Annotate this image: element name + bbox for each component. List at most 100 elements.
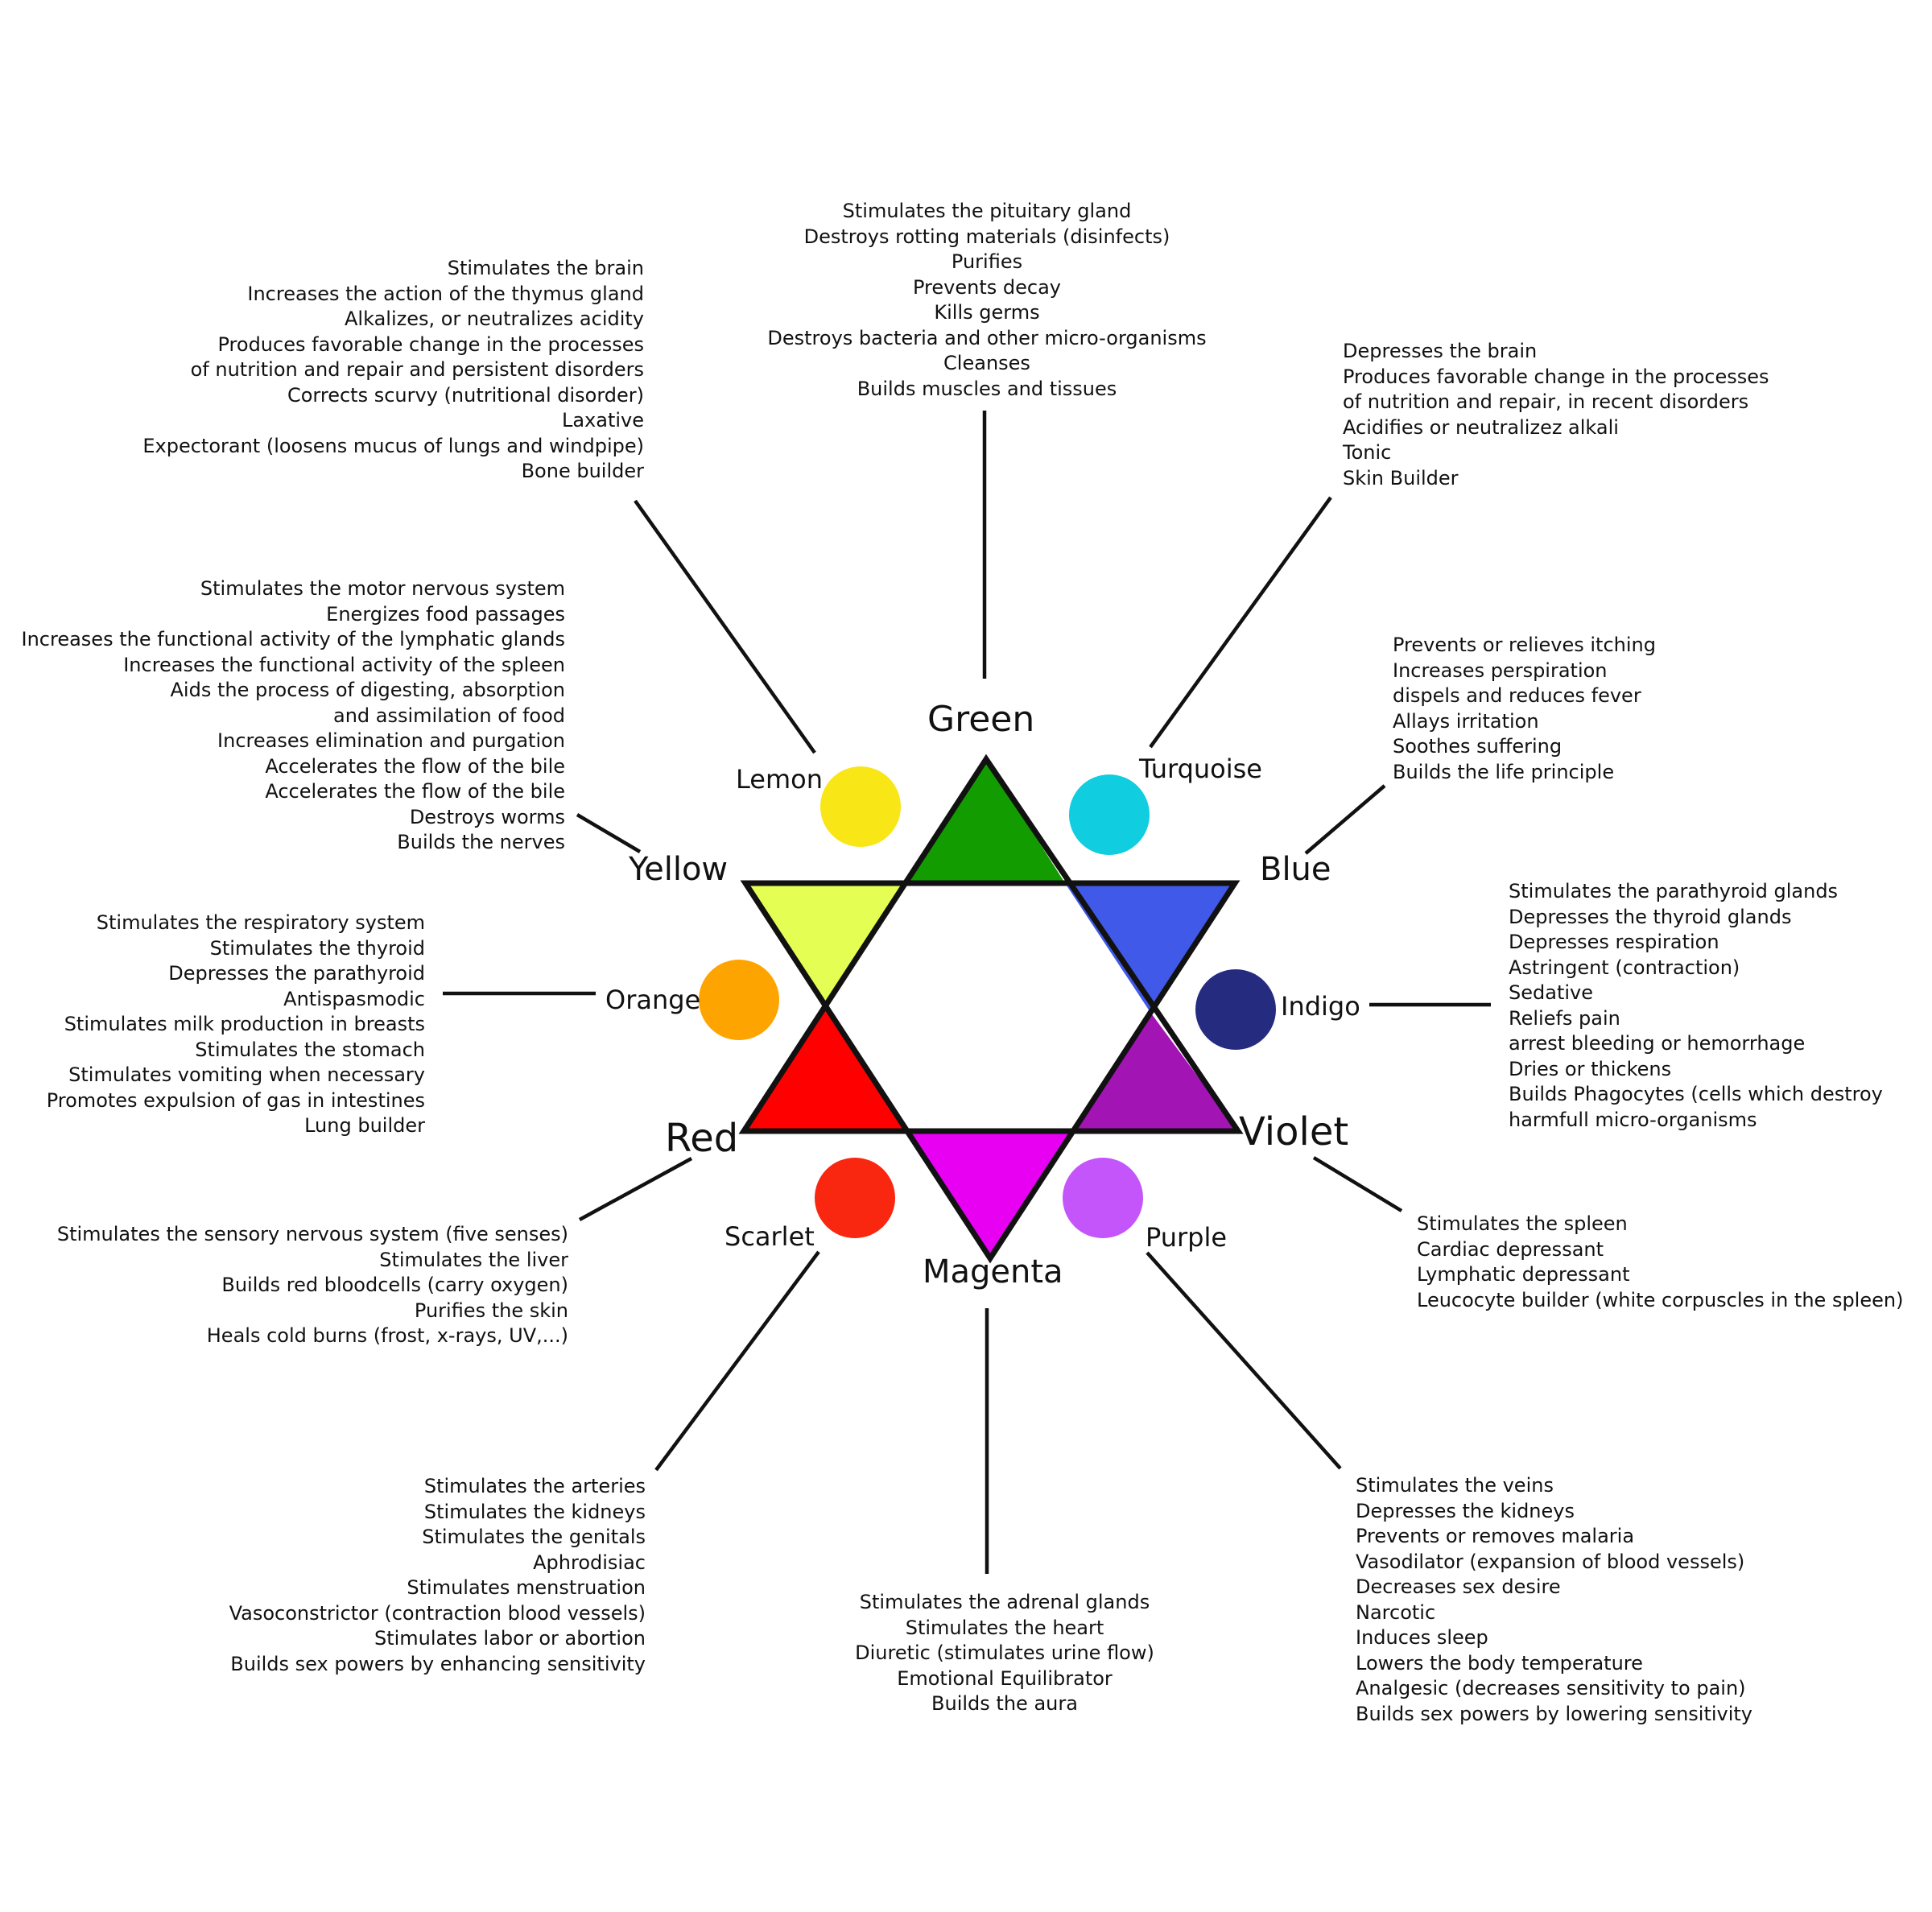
label-red: Red: [665, 1116, 739, 1161]
triangle-yellow: [745, 883, 907, 1006]
description-line: Destroys rotting materials (disinfects): [803, 225, 1170, 248]
label-turquoise: Turquoise: [1139, 754, 1262, 784]
description-red: Stimulates the sensory nervous system (f…: [48, 1222, 568, 1349]
description-line: Stimulates vomiting when necessary: [68, 1063, 425, 1086]
description-line: Prevents or removes malaria: [1356, 1525, 1635, 1547]
description-line: Accelerates the flow of the bile: [265, 754, 565, 778]
description-line: Stimulates the stomach: [195, 1038, 425, 1061]
label-violet: Violet: [1239, 1109, 1349, 1154]
description-line: Bone builder: [521, 460, 644, 482]
connector-blue: [1304, 784, 1386, 855]
description-line: and assimilation of food: [333, 704, 565, 727]
description-line: Vasoconstrictor (contraction blood vesse…: [229, 1601, 646, 1625]
description-line: arrest bleeding or hemorrhage: [1509, 1032, 1806, 1055]
connector-scarlet: [654, 1250, 820, 1472]
description-line: Stimulates the liver: [379, 1248, 568, 1271]
triangle-green: [907, 759, 1065, 883]
description-line: Stimulates the motor nervous system: [200, 577, 565, 600]
description-line: Produces favorable change in the process…: [217, 332, 645, 356]
star-outline-down: [740, 880, 1241, 1264]
circle-turquoise: [1069, 774, 1150, 855]
description-line: Builds muscles and tissues: [857, 377, 1117, 400]
triangle-violet: [1072, 1011, 1238, 1133]
description-line: Increases perspiration: [1393, 659, 1608, 682]
description-line: Builds sex powers by enhancing sensitivi…: [230, 1652, 646, 1675]
label-blue: Blue: [1260, 851, 1331, 888]
description-line: Alkalizes, or neutralizes acidity: [345, 308, 644, 330]
description-line: Stimulates the sensory nervous system (f…: [56, 1223, 568, 1245]
description-line: Reliefs pain: [1509, 1006, 1620, 1030]
description-line: Stimulates the brain: [447, 257, 644, 279]
description-line: Aids the process of digesting, absorptio…: [170, 679, 565, 701]
description-line: Depresses the brain: [1343, 340, 1538, 362]
description-line: Tonic: [1343, 441, 1392, 464]
description-line: Diuretic (stimulates urine flow): [855, 1642, 1154, 1664]
label-orange: Orange: [605, 985, 701, 1015]
connector-yellow: [576, 813, 642, 853]
description-line: Acidifies or neutralizez alkali: [1343, 415, 1619, 439]
description-line: Promotes expulsion of gas in intestines: [46, 1088, 425, 1112]
description-line: Stimulates the respiratory system: [96, 911, 425, 934]
description-line: Stimulates milk production in breasts: [64, 1013, 425, 1035]
description-line: Stimulates the adrenal glands: [859, 1591, 1150, 1613]
circle-purple: [1063, 1158, 1143, 1238]
description-line: of nutrition and repair and persistent d…: [190, 358, 644, 381]
description-line: Stimulates the spleen: [1417, 1212, 1628, 1235]
triangle-red: [744, 1006, 907, 1133]
description-line: Accelerates the flow of the bile: [265, 780, 565, 803]
description-line: Stimulates menstruation: [407, 1576, 646, 1599]
description-line: Energizes food passages: [326, 602, 565, 626]
description-line: Produces favorable change in the process…: [1343, 365, 1769, 388]
circle-scarlet: [815, 1158, 895, 1238]
connector-lemon: [634, 499, 816, 754]
description-line: Increases the functional activity of the…: [123, 653, 565, 676]
description-line: Cleanses: [943, 352, 1030, 374]
description-line: Lowers the body temperature: [1356, 1651, 1643, 1675]
description-line: Stimulates the heart: [905, 1616, 1104, 1639]
description-line: Lymphatic depressant: [1417, 1263, 1630, 1286]
label-yellow: Yellow: [629, 851, 729, 888]
triangle-magenta: [907, 1133, 1072, 1258]
label-green: Green: [927, 699, 1035, 740]
description-line: Lung builder: [304, 1114, 425, 1137]
description-line: of nutrition and repair, in recent disor…: [1343, 390, 1749, 413]
description-line: Soothes suffering: [1393, 735, 1563, 758]
description-line: Laxative: [561, 409, 644, 432]
description-line: Stimulates the veins: [1356, 1474, 1554, 1497]
label-lemon: Lemon: [736, 764, 823, 795]
description-line: Analgesic (decreases sensitivity to pain…: [1356, 1677, 1746, 1699]
description-line: harmfull micro-organisms: [1509, 1108, 1757, 1131]
description-line: Prevents or relieves itching: [1393, 634, 1656, 656]
description-line: Corrects scurvy (nutritional disorder): [287, 383, 644, 407]
star-outline-up: [738, 754, 1244, 1134]
description-line: Depresses the parathyroid: [168, 962, 425, 985]
description-line: Builds the aura: [931, 1692, 1078, 1715]
description-line: Leucocyte builder (white corpuscles in t…: [1417, 1288, 1904, 1311]
description-line: Stimulates the genitals: [422, 1526, 646, 1548]
description-line: Depresses the kidneys: [1356, 1499, 1575, 1522]
description-line: Destroys bacteria and other micro-organi…: [767, 326, 1207, 349]
description-line: Increases elimination and purgation: [217, 729, 565, 752]
connector-purple: [1146, 1251, 1342, 1470]
description-line: Expectorant (loosens mucus of lungs and …: [142, 434, 644, 457]
description-line: Skin Builder: [1343, 466, 1459, 489]
label-indigo: Indigo: [1281, 991, 1360, 1022]
description-line: Emotional Equilibrator: [897, 1666, 1113, 1690]
description-line: Increases the functional activity of the…: [21, 628, 566, 650]
description-line: Astringent (contraction): [1509, 956, 1740, 979]
description-line: Vasodilator (expansion of blood vessels): [1356, 1550, 1745, 1573]
description-line: Narcotic: [1356, 1600, 1436, 1624]
description-line: Heals cold burns (frost, x-rays, UV,...): [206, 1324, 568, 1347]
description-line: Depresses the thyroid glands: [1509, 905, 1792, 928]
description-line: Stimulates the thyroid: [209, 936, 425, 960]
description-line: Builds sex powers by lowering sensitivit…: [1356, 1702, 1753, 1725]
connector-red: [578, 1157, 693, 1221]
